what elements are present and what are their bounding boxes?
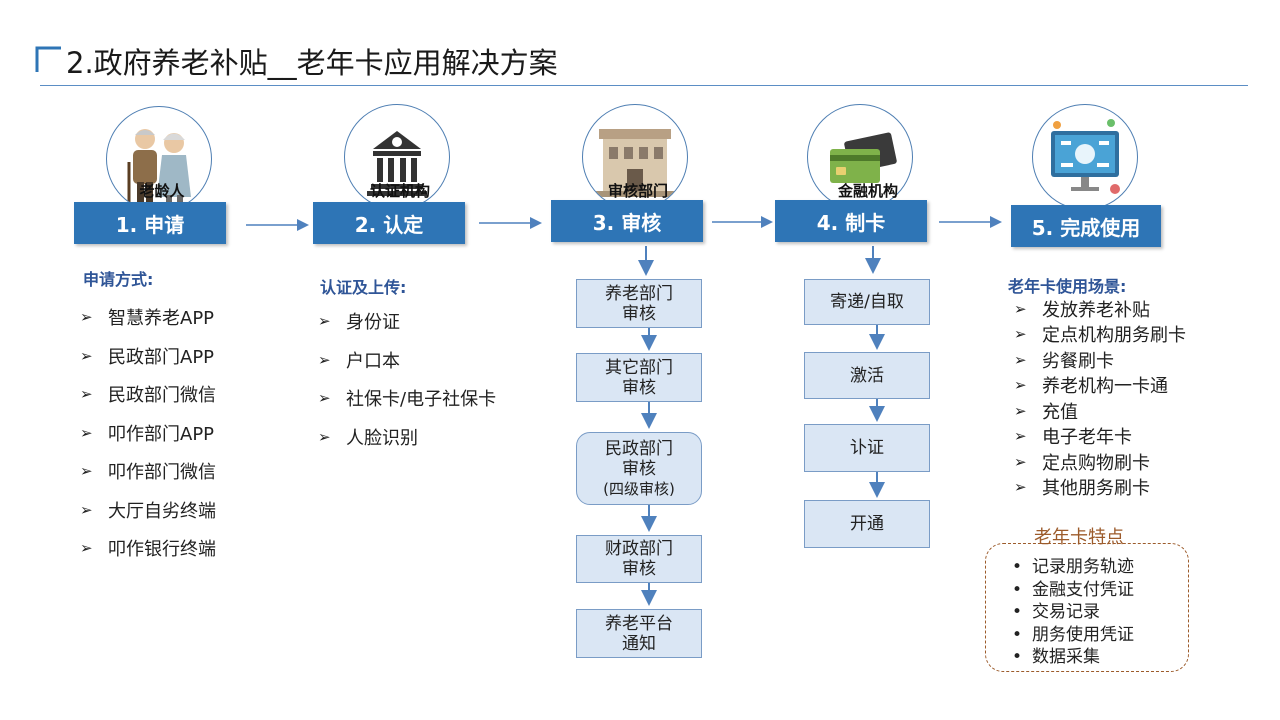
list-item: ➢人脸识别 (318, 427, 418, 449)
dot-bullet-icon: • (1011, 602, 1023, 622)
list-item: ➢定点机构朋务刷卡 (1014, 325, 1186, 347)
step-apply-label: 1. 申请 (115, 212, 185, 237)
chevron-bullet-icon: ➢ (1014, 299, 1027, 318)
bank-card-icon (807, 104, 913, 210)
chevron-bullet-icon: ➢ (80, 346, 93, 365)
list-item: ➢劣餐刷卡 (1014, 350, 1114, 372)
chevron-bullet-icon: ➢ (80, 423, 93, 442)
chevron-bullet-icon: ➢ (318, 427, 331, 446)
list-item: •朋务使用凭证 (1002, 624, 1134, 647)
list-item: •数据采集 (1002, 646, 1134, 669)
dashboard-screen-icon (1032, 104, 1138, 210)
card-box-activate: 激活 (804, 352, 930, 399)
list-item: ➢智慧养老APP (80, 308, 215, 330)
card-box-delivery: 寄递/自取 (804, 279, 930, 325)
chevron-bullet-icon: ➢ (318, 389, 331, 408)
step-review-label: 3. 审核 (592, 210, 662, 235)
title-bracket-icon (35, 46, 61, 72)
chevron-bullet-icon: ➢ (318, 350, 331, 369)
bank-building-icon (344, 104, 450, 210)
list-item: ➢户口本 (318, 350, 400, 372)
step-certify[interactable]: 2. 认定 (313, 202, 465, 244)
list-item: ➢身份证 (318, 312, 400, 334)
step-complete-label: 5. 完成使用 (1031, 215, 1141, 240)
review-box-civil-affairs: 民政部门审核(四级审核) (576, 432, 702, 505)
government-building-icon (582, 104, 688, 210)
usage-heading: 老年卡使用场景: (1008, 277, 1127, 296)
title-divider (40, 85, 1248, 86)
chevron-bullet-icon: ➢ (1014, 376, 1027, 395)
features-box: •记录朋务轨迹 •金融支付凭证 •交易记录 •朋务使用凭证 •数据采集 (985, 543, 1189, 672)
step-complete[interactable]: 5. 完成使用 (1011, 205, 1161, 247)
chevron-bullet-icon: ➢ (1014, 427, 1027, 446)
elderly-couple-icon (106, 106, 212, 212)
list-item: ➢发放养老补贴 (1014, 299, 1150, 321)
chevron-bullet-icon: ➢ (80, 385, 93, 404)
chevron-bullet-icon: ➢ (1014, 350, 1027, 369)
list-item: ➢电子老年卡 (1014, 427, 1132, 449)
step-make-card[interactable]: 4. 制卡 (775, 200, 927, 242)
list-item: •交易记录 (1002, 601, 1134, 624)
chevron-bullet-icon: ➢ (1014, 325, 1027, 344)
features-list: •记录朋务轨迹 •金融支付凭证 •交易记录 •朋务使用凭证 •数据采集 (1002, 556, 1134, 669)
review-box-platform-notice: 养老平台通知 (576, 609, 702, 658)
list-item: ➢社保卡/电子社保卡 (318, 389, 497, 411)
list-item: ➢大厅自劣终端 (80, 500, 216, 522)
features-title: 老年卡特点 (1034, 527, 1124, 548)
list-item: ➢其他朋务刷卡 (1014, 478, 1150, 500)
card-box-verify: 讣证 (804, 424, 930, 472)
chevron-bullet-icon: ➢ (318, 312, 331, 331)
chevron-bullet-icon: ➢ (1014, 452, 1027, 471)
list-item: ➢叩作部门APP (80, 423, 215, 445)
list-item: ➢叩作银行终端 (80, 539, 216, 561)
dot-bullet-icon: • (1011, 647, 1023, 667)
chevron-bullet-icon: ➢ (80, 500, 93, 519)
page-title: 2.政府养老补贴__老年卡应用解决方案 (66, 46, 558, 80)
actor-label-financial: 金融机构 (837, 182, 898, 200)
certify-list: ➢身份证 ➢户口本 ➢社保卡/电子社保卡 ➢人脸识别 (318, 302, 496, 456)
chevron-bullet-icon: ➢ (80, 462, 93, 481)
actor-label-review: 审核部门 (607, 182, 668, 200)
certify-heading: 认证及上传: (320, 278, 407, 297)
chevron-bullet-icon: ➢ (1014, 401, 1027, 420)
list-item: ➢定点购物刷卡 (1014, 452, 1150, 474)
chevron-bullet-icon: ➢ (80, 308, 93, 327)
list-item: •记录朋务轨迹 (1002, 556, 1134, 579)
actor-label-elderly: 老龄人 (139, 182, 185, 200)
list-item: ➢民政部门微信 (80, 385, 216, 407)
apply-list: ➢智慧养老APP ➢民政部门APP ➢民政部门微信 ➢叩作部门APP ➢叩作部门… (80, 298, 216, 568)
step-apply[interactable]: 1. 申请 (74, 202, 226, 244)
review-box-other: 其它部门审核 (576, 353, 702, 402)
actor-label-certification: 认证机构 (369, 182, 430, 200)
review-box-pension: 养老部门审核 (576, 279, 702, 328)
list-item: •金融支付凭证 (1002, 579, 1134, 602)
card-box-open: 开通 (804, 500, 930, 548)
chevron-bullet-icon: ➢ (1014, 478, 1027, 497)
dot-bullet-icon: • (1011, 557, 1023, 577)
step-make-card-label: 4. 制卡 (816, 210, 886, 235)
chevron-bullet-icon: ➢ (80, 539, 93, 558)
usage-list: ➢发放养老补贴 ➢定点机构朋务刷卡 ➢劣餐刷卡 ➢养老机构一卡通 ➢充值 ➢电子… (1014, 296, 1186, 500)
step-review[interactable]: 3. 审核 (551, 200, 703, 242)
step-certify-label: 2. 认定 (354, 212, 424, 237)
list-item: ➢充值 (1014, 401, 1078, 423)
dot-bullet-icon: • (1011, 624, 1023, 645)
review-box-finance: 财政部门审核 (576, 535, 702, 583)
list-item: ➢叩作部门微信 (80, 462, 216, 484)
list-item: ➢养老机构一卡通 (1014, 376, 1168, 398)
dot-bullet-icon: • (1011, 579, 1023, 600)
list-item: ➢民政部门APP (80, 346, 215, 368)
apply-heading: 申请方式: (83, 270, 154, 289)
